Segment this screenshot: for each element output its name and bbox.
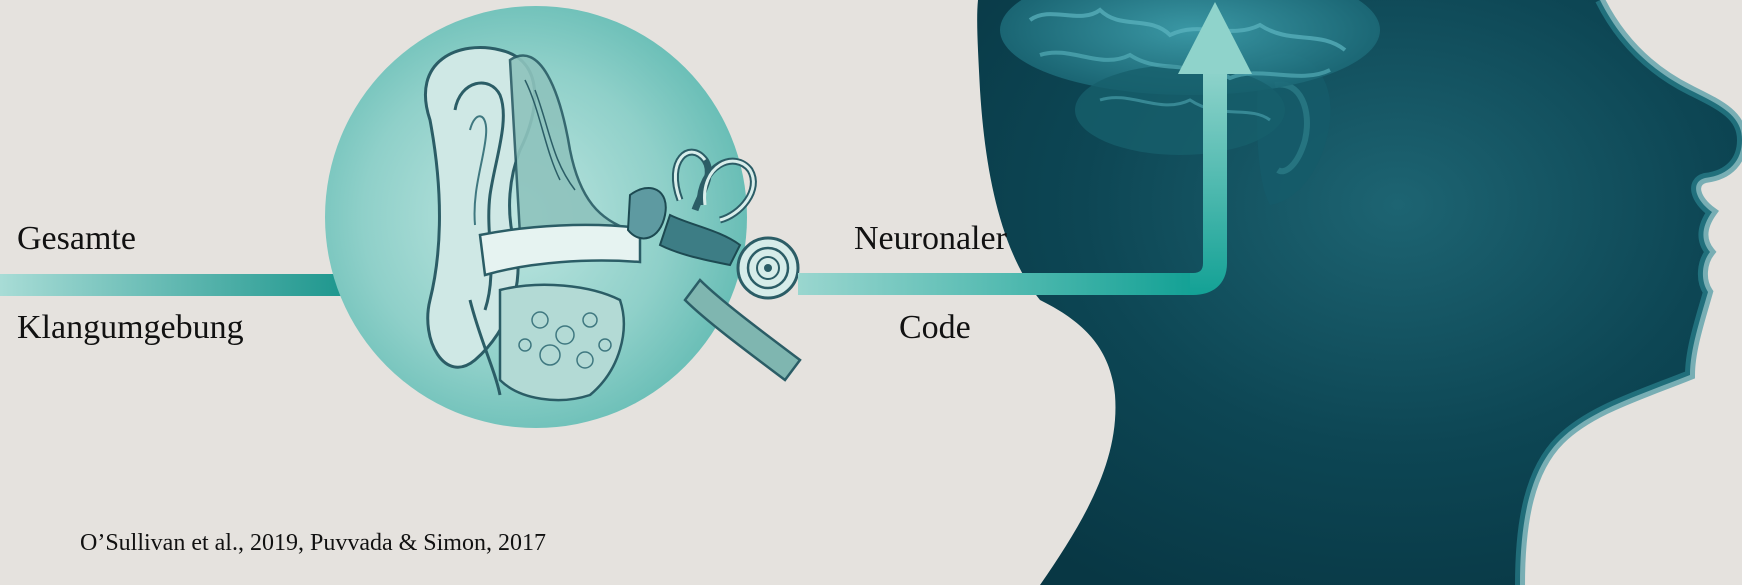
output-label-line1: Neuronaler xyxy=(854,222,1007,256)
citation-text: O’Sullivan et al., 2019, Puvvada & Simon… xyxy=(80,530,546,557)
output-label-line2: Code xyxy=(899,311,971,345)
input-label-line1: Gesamte xyxy=(17,222,136,256)
ear-anatomy-icon xyxy=(325,6,800,428)
input-label-line2: Klangumgebung xyxy=(17,311,244,345)
